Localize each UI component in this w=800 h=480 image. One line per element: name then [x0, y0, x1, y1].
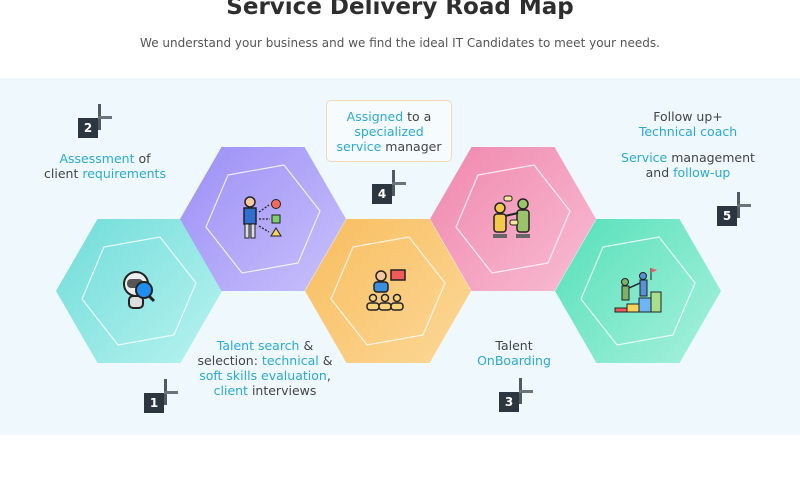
inner-hex-outline [81, 236, 197, 346]
climbing-steps-icon [614, 268, 662, 313]
step-1-description: Talent search & selection: technical & s… [197, 338, 333, 398]
inner-hex-outline [330, 236, 446, 346]
handshake-people-icon [493, 195, 530, 238]
step-1-badge: 1 [144, 379, 184, 419]
step-4-box [326, 100, 452, 162]
robot-magnifier-icon [123, 271, 156, 309]
page-subtitle: We understand your business and we find … [140, 36, 660, 50]
step-5-badge: 5 [717, 192, 757, 232]
hexagon-step-5 [555, 219, 721, 363]
step-3-badge: 3 [499, 378, 539, 418]
inner-hex-outline [580, 236, 696, 346]
presenter-audience-icon [366, 269, 406, 311]
inner-hex-outline [455, 164, 571, 274]
step-4-description: Assigned to a specialized service manage… [336, 109, 442, 154]
inner-hex-outline [205, 164, 321, 274]
step-2-description: Assessment of client requirements [44, 151, 166, 181]
step-3-description: Talent OnBoarding [477, 338, 551, 368]
page-title: Service Delivery Road Map [226, 0, 574, 20]
step-5-description: Follow up+ Technical coach Service manag… [621, 109, 755, 180]
person-choices-icon [243, 196, 282, 239]
step-4-badge: 4 [372, 170, 412, 210]
step-2-badge: 2 [78, 104, 118, 144]
